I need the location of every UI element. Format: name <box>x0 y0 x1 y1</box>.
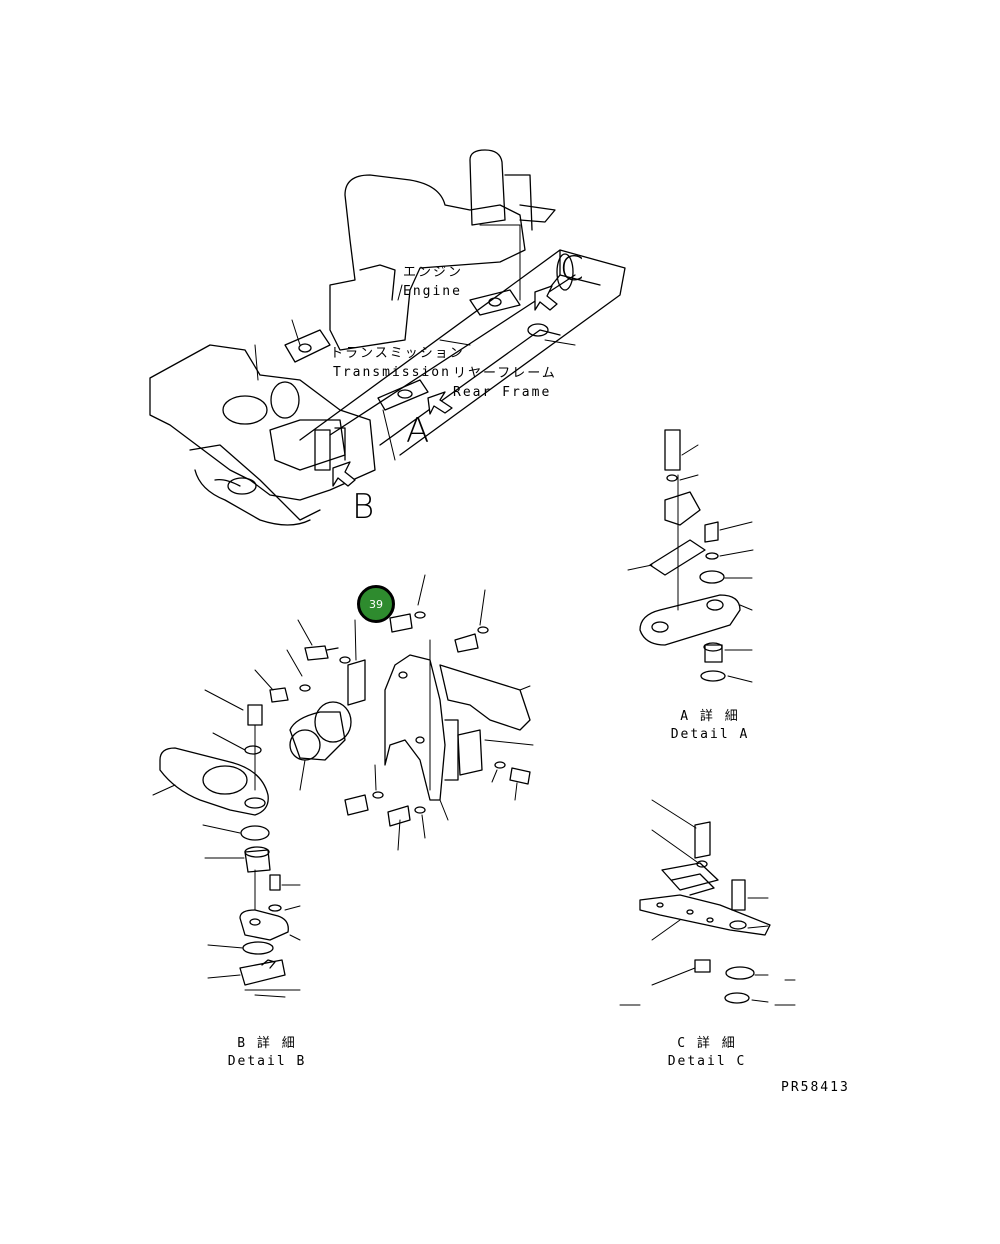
transmission-label-en: Transmission <box>333 365 451 380</box>
engine-label-en: Engine <box>403 284 462 299</box>
transmission-label-jp: トランスミッション <box>330 346 465 361</box>
view-letter-a: A <box>406 411 430 451</box>
detail-a-illustration <box>627 429 754 683</box>
detail-b-title-jp: B 詳 細 <box>237 1036 297 1051</box>
view-letter-c: C <box>560 249 584 289</box>
arrow-c-icon <box>534 285 558 311</box>
view-letter-b: B <box>352 487 375 527</box>
arrow-a-icon <box>427 391 453 415</box>
rear-frame-label-en: Rear Frame <box>453 385 552 400</box>
detail-c-illustration <box>619 799 796 1006</box>
main-assembly-illustration <box>149 149 626 526</box>
arrow-b-icon <box>332 461 356 487</box>
detail-b-illustration <box>152 619 352 998</box>
detail-c-title-en: Detail C <box>667 1054 747 1069</box>
engine-label-jp: エンジン <box>403 265 464 280</box>
detail-a-title-en: Detail A <box>670 727 750 742</box>
detail-a-title-jp: A 詳 細 <box>680 709 740 724</box>
rear-frame-label-jp: リヤーフレーム <box>453 366 557 381</box>
detail-b-title-en: Detail B <box>227 1054 307 1069</box>
bracket-assembly-illustration <box>344 574 534 851</box>
detail-c-title-jp: C 詳 細 <box>677 1036 737 1051</box>
part-callout-badge[interactable]: 39 <box>357 585 395 623</box>
drawing-code: PR58413 <box>781 1080 850 1095</box>
part-callout-number: 39 <box>369 597 383 611</box>
